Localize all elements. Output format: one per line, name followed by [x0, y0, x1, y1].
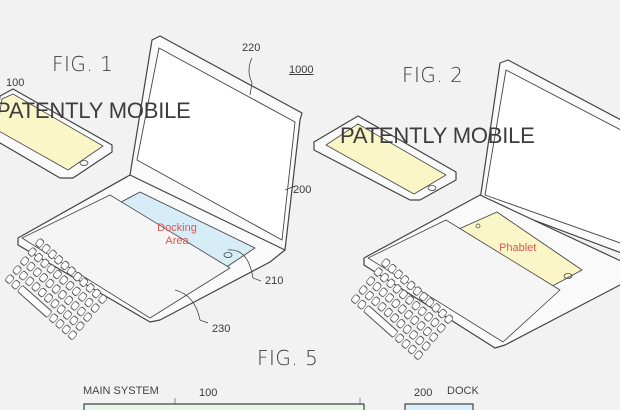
watermark-2: PATENTLY MOBILE	[340, 123, 535, 148]
ref-220-screen: 220	[242, 42, 261, 54]
fig1-title: FIG. 1	[52, 52, 114, 76]
fig2-laptop-base	[363, 194, 620, 349]
fig5-title: FIG. 5	[257, 346, 319, 370]
ref-1000-system: 1000	[289, 64, 314, 76]
main-system-block	[83, 403, 365, 410]
fig1-laptop-lid	[129, 35, 303, 256]
watermark-1: PATENTLY MOBILE	[0, 98, 191, 123]
ref-200-dock: 200	[414, 387, 433, 399]
fig2-phone	[313, 115, 457, 201]
ref-100-phone: 100	[6, 77, 25, 89]
dock-label: DOCK	[447, 385, 479, 397]
dock-block	[404, 403, 474, 410]
fig1-phone	[0, 88, 113, 179]
ref-200-base: 200	[293, 184, 312, 196]
phablet-label: Phablet	[499, 242, 537, 254]
fig2-laptop-lid	[479, 59, 620, 254]
fig2-title: FIG. 2	[402, 63, 464, 87]
ref-100-main: 100	[199, 387, 218, 399]
main-system-label: MAIN SYSTEM	[83, 385, 159, 397]
ref-230-keyboard: 230	[212, 323, 231, 335]
ref-210-dock: 210	[265, 275, 284, 287]
docking-area-label: Docking Area	[157, 222, 197, 247]
keyboards	[5, 238, 454, 361]
